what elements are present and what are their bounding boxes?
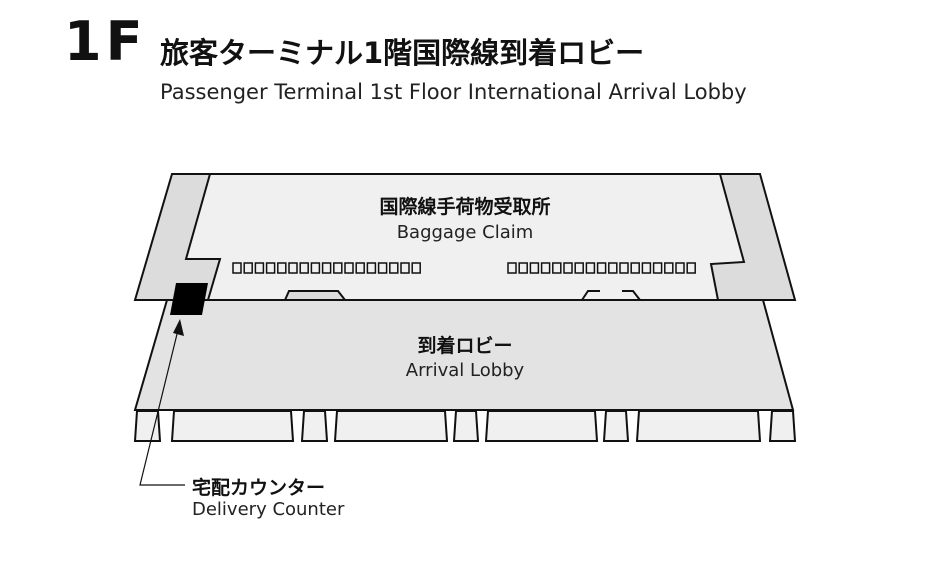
carousel-slot xyxy=(552,262,562,274)
carousel-slot xyxy=(310,262,321,274)
carousel-slot xyxy=(411,262,421,274)
baggage-claim-label-jp: 国際線手荷物受取所 xyxy=(379,196,551,218)
carousel-slot xyxy=(254,262,265,274)
carousel-slot xyxy=(507,262,517,274)
carousel-slot xyxy=(563,262,573,274)
carousel-slot xyxy=(344,262,354,274)
carousel-slot xyxy=(277,262,287,274)
delivery-counter-label-en: Delivery Counter xyxy=(192,499,345,520)
carousel-slot xyxy=(400,262,410,274)
delivery-counter-label-jp: 宅配カウンター xyxy=(192,477,326,499)
page-title: 旅客ターミナル1階国際線到着ロビー xyxy=(160,36,645,70)
floor-number: 1F xyxy=(64,10,147,73)
carousel-slot xyxy=(652,262,663,274)
claim-exit-notch-right-2 xyxy=(622,290,641,301)
exit-gate xyxy=(768,410,797,442)
carousel-slot xyxy=(355,262,365,274)
exit-gate xyxy=(170,410,295,442)
arrival-lobby-label-jp: 到着ロビー xyxy=(417,335,513,357)
exit-gate xyxy=(333,410,449,442)
carousel-slot xyxy=(585,262,596,274)
baggage-claim-label-en: Baggage Claim xyxy=(396,222,534,243)
delivery-counter-leader-line xyxy=(139,329,185,486)
carousel-slot xyxy=(574,262,584,274)
exit-gate xyxy=(635,410,762,442)
baggage-claim-area[interactable] xyxy=(184,173,746,301)
exit-gate xyxy=(300,410,329,442)
carousel-slot xyxy=(299,262,309,274)
carousel-slot xyxy=(596,262,607,274)
exit-gate xyxy=(133,410,162,442)
carousel-slot xyxy=(619,262,629,274)
carousel-slot xyxy=(540,262,551,274)
carousel-slot xyxy=(608,262,618,274)
carousel-slot xyxy=(664,262,674,274)
carousel-slot xyxy=(675,262,685,274)
carousel-slot xyxy=(366,262,377,274)
carousel-slot xyxy=(389,262,399,274)
baggage-carousels xyxy=(232,262,696,274)
arrival-lobby-label-en: Arrival Lobby xyxy=(405,360,525,381)
carousel-slot xyxy=(686,262,696,274)
carousel-slot xyxy=(333,262,343,274)
carousel-slot xyxy=(518,262,528,274)
exit-gate xyxy=(484,410,599,442)
carousel-slot xyxy=(529,262,540,274)
carousel-slot xyxy=(321,262,332,274)
delivery-counter-marker[interactable] xyxy=(170,283,208,315)
carousel-slot xyxy=(630,262,640,274)
arrow-head-icon xyxy=(173,319,184,336)
carousel-slot xyxy=(288,262,298,274)
exit-gate xyxy=(602,410,630,442)
carousel-slot xyxy=(377,262,388,274)
carousel-slot xyxy=(232,262,242,274)
exit-gates xyxy=(133,410,797,442)
exit-gate xyxy=(452,410,480,442)
carousel-slot xyxy=(641,262,652,274)
carousel-slot xyxy=(243,262,253,274)
page-subtitle: Passenger Terminal 1st Floor Internation… xyxy=(160,80,747,104)
claim-exit-notch-right xyxy=(581,290,600,301)
carousel-slot xyxy=(265,262,276,274)
